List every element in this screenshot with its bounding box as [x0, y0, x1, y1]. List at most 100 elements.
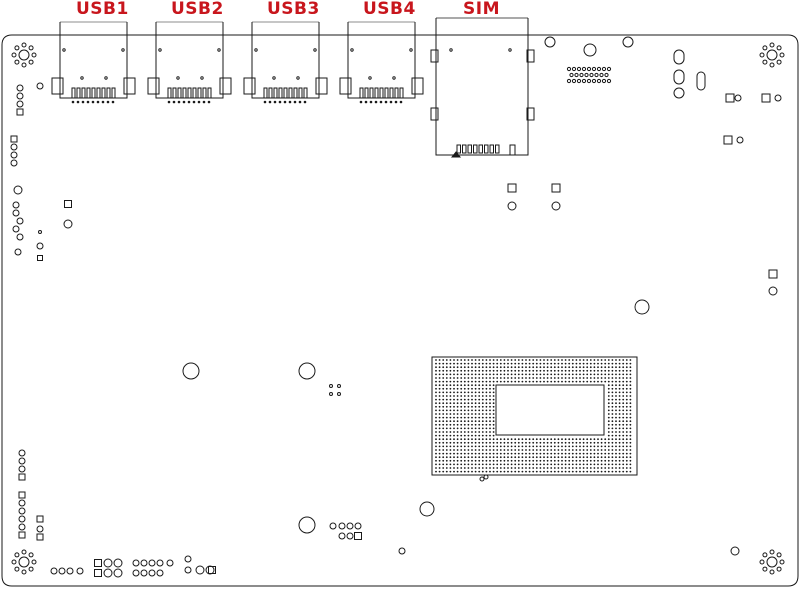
component-circle	[622, 36, 634, 48]
bga-ball	[449, 452, 452, 455]
bga-ball	[460, 377, 463, 379]
bga-ball	[442, 402, 445, 405]
bga-ball	[445, 387, 448, 390]
component-circle	[103, 568, 113, 578]
bga-ball	[629, 384, 632, 387]
bga-ball	[600, 373, 603, 376]
bga-ball	[597, 452, 599, 455]
bga-ball	[445, 366, 448, 369]
bga-ball	[586, 441, 589, 444]
component-pad	[37, 255, 43, 261]
bga-ball	[467, 380, 470, 383]
bga-ball	[564, 449, 567, 451]
bga-ball	[535, 467, 538, 469]
bga-ball	[438, 434, 441, 437]
bga-ball	[496, 449, 499, 451]
bga-ball	[489, 456, 491, 459]
bga-ball	[453, 373, 455, 376]
bga-ball	[471, 384, 473, 387]
bga-ball	[453, 467, 455, 469]
bga-ball	[463, 445, 466, 448]
bga-ball	[453, 362, 455, 365]
bga-ball	[600, 463, 603, 466]
bga-ball	[456, 420, 459, 423]
bga-ball	[438, 395, 441, 397]
via	[329, 384, 333, 388]
bga-ball	[467, 441, 470, 444]
component-circle	[184, 566, 192, 574]
bga-ball	[579, 373, 581, 376]
bga-ball	[532, 470, 535, 473]
bga-ball	[453, 441, 455, 444]
bga-ball	[597, 445, 599, 448]
bga-ball	[517, 438, 520, 441]
bga-ball	[507, 463, 509, 466]
bga-ball	[438, 373, 441, 376]
bga-ball	[604, 362, 607, 365]
bga-ball	[615, 452, 617, 455]
bga-ball	[442, 463, 445, 466]
bga-ball	[625, 470, 628, 473]
bga-ball	[622, 366, 625, 369]
bga-ball	[463, 416, 466, 419]
bga-ball	[535, 366, 538, 369]
bga-ball	[586, 470, 589, 473]
bga-ball	[463, 459, 466, 462]
bga-ball	[618, 362, 621, 365]
header-pin	[576, 66, 582, 72]
bga-ball	[611, 413, 614, 415]
component-circle	[113, 568, 123, 578]
bga-ball	[485, 441, 488, 444]
component-pad	[354, 532, 362, 540]
bga-ball	[611, 398, 614, 401]
bga-ball	[615, 456, 617, 459]
bga-ball	[593, 449, 596, 451]
bga-ball	[611, 369, 614, 372]
bga-ball	[496, 459, 499, 462]
bga-ball	[499, 445, 502, 448]
bga-ball	[496, 452, 499, 455]
bga-ball	[481, 434, 484, 437]
bga-ball	[456, 402, 459, 405]
bga-ball	[532, 362, 535, 365]
bga-ball	[438, 387, 441, 390]
bga-ball	[528, 369, 531, 372]
bga-ball	[629, 398, 632, 401]
bga-ball	[435, 456, 437, 459]
bga-ball	[543, 452, 545, 455]
bga-ball	[435, 391, 437, 394]
bga-ball	[543, 366, 545, 369]
bga-ball	[611, 431, 614, 433]
bga-ball	[593, 463, 596, 466]
bga-ball	[600, 380, 603, 383]
bga-ball	[625, 380, 628, 383]
bga-ball	[478, 452, 481, 455]
bga-ball	[561, 373, 563, 376]
bga-ball	[629, 369, 632, 372]
bga-ball	[456, 366, 459, 369]
bga-ball	[463, 391, 466, 394]
bga-ball	[615, 416, 617, 419]
bga-ball	[607, 441, 610, 444]
bga-ball	[625, 405, 628, 408]
bga-ball	[463, 359, 466, 361]
bga-ball	[582, 470, 585, 473]
component-circle	[16, 233, 24, 241]
bga-ball	[521, 362, 524, 365]
bga-ball	[582, 459, 585, 462]
bga-ball	[456, 377, 459, 379]
bga-ball	[629, 362, 632, 365]
bga-ball	[629, 456, 632, 459]
bga-ball	[435, 366, 437, 369]
usb2-label: USB2	[171, 0, 224, 19]
bga-ball	[622, 420, 625, 423]
bga-ball	[438, 377, 441, 379]
bga-ball	[449, 398, 452, 401]
bga-ball	[445, 459, 448, 462]
bga-ball	[618, 387, 621, 390]
bga-ball	[528, 359, 531, 361]
bga-ball	[618, 398, 621, 401]
bga-ball	[471, 362, 473, 365]
component-circle	[18, 457, 26, 465]
bga-ball	[557, 369, 560, 372]
